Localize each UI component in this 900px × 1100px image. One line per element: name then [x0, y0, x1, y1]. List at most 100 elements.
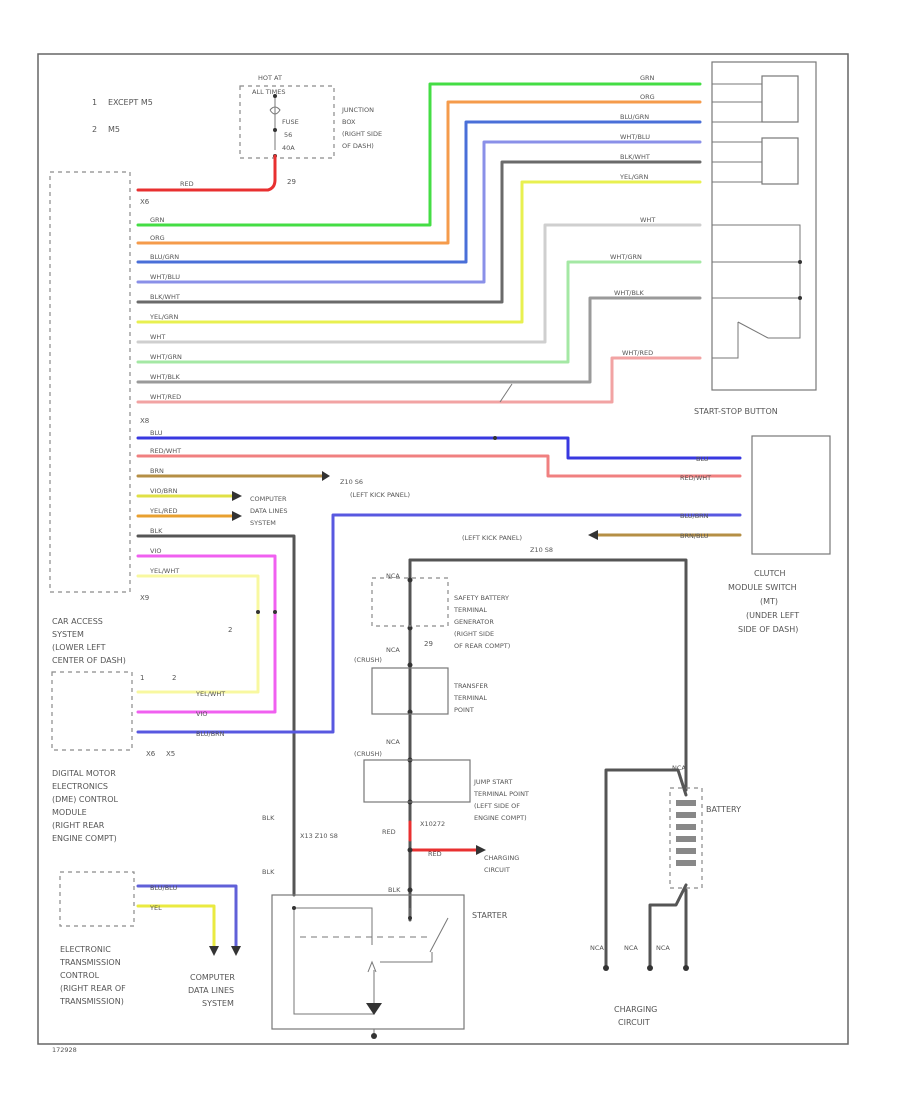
wire-blk	[136, 534, 296, 897]
data-line-arrow-2	[232, 511, 242, 521]
transfer-label-2: TERMINAL	[453, 694, 487, 702]
blk-left-label-1: BLK	[262, 814, 275, 822]
safety-label-5: OF REAR COMPT)	[454, 642, 510, 650]
battery-cell-4	[676, 836, 696, 842]
car-access-label-4: CENTER OF DASH)	[52, 656, 126, 665]
start-stop-button: START-STOP BUTTON	[694, 61, 817, 416]
starter-node-1	[292, 906, 296, 910]
clutch-label-1: CLUTCH	[754, 569, 786, 578]
battery-cell-1	[676, 800, 696, 806]
ssb-switch-feed	[712, 322, 739, 359]
chain-node-8	[407, 887, 413, 893]
ssb-switch-contact	[737, 321, 769, 339]
ssb-wire-label-blk-wht: BLK/WHT	[620, 153, 650, 161]
jump-label-1: JUMP START	[473, 778, 512, 786]
clutch-wire-blu-brn: BLU/BRN	[680, 512, 709, 520]
battery-nca: NCA	[672, 764, 686, 772]
starter-motor: STARTER BLK X13 Z10 S8 BLK	[262, 814, 508, 1039]
fuse-amperage: 40A	[282, 144, 295, 152]
fuse-label: FUSE	[282, 118, 299, 126]
junction-label-1: JUNCTION	[341, 106, 374, 114]
ground-label-3: (LEFT KICK PANEL)	[462, 534, 522, 542]
charging-terminal-3	[683, 965, 689, 971]
wire-blu-brn	[136, 513, 742, 734]
all-times-label: ALL TIMES	[252, 88, 285, 96]
ssb-node-2	[798, 296, 802, 300]
clutch-label-3: (MT)	[760, 597, 778, 606]
diagram-frame	[37, 53, 849, 1045]
junction-label-2: BOX	[342, 118, 356, 126]
starter-blk-label: BLK	[388, 886, 401, 894]
dme-note-2b: 2	[172, 674, 176, 682]
jump-label-4: ENGINE COMPT)	[474, 814, 527, 822]
transfer-nca: NCA	[386, 646, 400, 654]
dme-wire-blu-brn: BLU/BRN	[196, 730, 225, 738]
start-stop-outline	[711, 61, 817, 391]
fuse-number: 56	[284, 131, 292, 139]
yel-splice	[256, 610, 260, 614]
start-stop-label: START-STOP BUTTON	[694, 407, 778, 416]
car-access-label-1: CAR ACCESS	[52, 617, 103, 626]
chain-node-1	[407, 577, 413, 583]
charging-terminal-2	[647, 965, 653, 971]
ground-label-4: Z10 S8	[530, 546, 553, 554]
battery-label: BATTERY	[706, 805, 741, 814]
charging-nca-3: NCA	[656, 944, 670, 952]
safety-pin: 29	[424, 640, 433, 648]
dme-label-5: (RIGHT REAR	[52, 821, 105, 830]
dme-label-3: (DME) CONTROL	[52, 795, 119, 804]
dme-label-1: DIGITAL MOTOR	[52, 769, 116, 778]
jump-nca: NCA	[386, 738, 400, 746]
wire-label-red-wht: RED/WHT	[150, 447, 181, 455]
transfer-label-3: POINT	[454, 706, 474, 714]
blu-splice	[493, 436, 497, 440]
vio-splice	[273, 610, 277, 614]
ssb-wire-label-yel-grn: YEL/GRN	[619, 173, 648, 181]
car-access-pin-x6: X6	[140, 198, 150, 206]
wire-yel-grn	[136, 180, 702, 324]
clutch-wire-brn-blu: BRN/BLU	[680, 532, 709, 540]
computer-1-label-2: DATA LINES	[250, 507, 287, 515]
computer-2-label-2: DATA LINES	[188, 986, 234, 995]
starter-spring	[367, 960, 377, 973]
wire-label-vio-brn: VIO/BRN	[150, 487, 178, 495]
starter-blk-mid: X13 Z10 S8	[300, 832, 338, 840]
jump-wire: (CRUSH)	[354, 750, 382, 758]
transfer-label-1: TRANSFER	[453, 682, 489, 690]
chain-node-4	[407, 709, 413, 715]
clutch-module-switch: BLU RED/WHT BLU/BRN BRN/BLU CLUTCH MODUL…	[680, 435, 831, 634]
charging-2-label-2: CIRCUIT	[618, 1018, 650, 1027]
note-2-number: 2	[92, 125, 97, 134]
wire-label-grn: GRN	[150, 216, 165, 224]
starter-outline	[271, 894, 465, 1030]
clutch-label-2: MODULE SWITCH	[728, 583, 797, 592]
charging-1-label-1: CHARGING	[484, 854, 519, 862]
charging-terminal-1	[603, 965, 609, 971]
dme-control-module: 1 2 YEL/WHT VIO BLU/BRN X6 X5 DIGITAL MO…	[51, 671, 225, 843]
transfer-wire: (CRUSH)	[354, 656, 382, 664]
etc-outline	[59, 871, 135, 927]
chain-node-2	[407, 625, 413, 631]
etc-arrow-2	[231, 946, 241, 956]
ssb-wire-label-wht-blk: WHT/BLK	[614, 289, 645, 297]
wire-yel-wht	[136, 574, 260, 694]
wire-label-org: ORG	[150, 234, 165, 242]
ssb-wire-label-wht: WHT	[640, 216, 655, 224]
jump-label-2: TERMINAL POINT	[473, 790, 529, 798]
safety-label-3: GENERATOR	[454, 618, 494, 626]
fuse-node	[273, 128, 277, 132]
jump-label-3: (LEFT SIDE OF	[474, 802, 520, 810]
battery-cell-2	[676, 812, 696, 818]
starter-field	[294, 907, 373, 945]
dme-wire-vio: VIO	[196, 710, 207, 718]
wire-label-wht-red: WHT/RED	[150, 393, 181, 401]
wire-blu	[136, 436, 742, 460]
starter-return	[380, 952, 433, 963]
wire-label-red: RED	[180, 180, 194, 188]
starter-red-label-2: RED	[428, 850, 442, 858]
wire-org	[136, 100, 702, 245]
dme-label-2: ELECTRONICS	[52, 782, 108, 791]
ssb-switch-loop	[712, 224, 801, 339]
etc-label-4: (RIGHT REAR OF	[60, 984, 126, 993]
wire-label-blk: BLK	[150, 527, 163, 535]
